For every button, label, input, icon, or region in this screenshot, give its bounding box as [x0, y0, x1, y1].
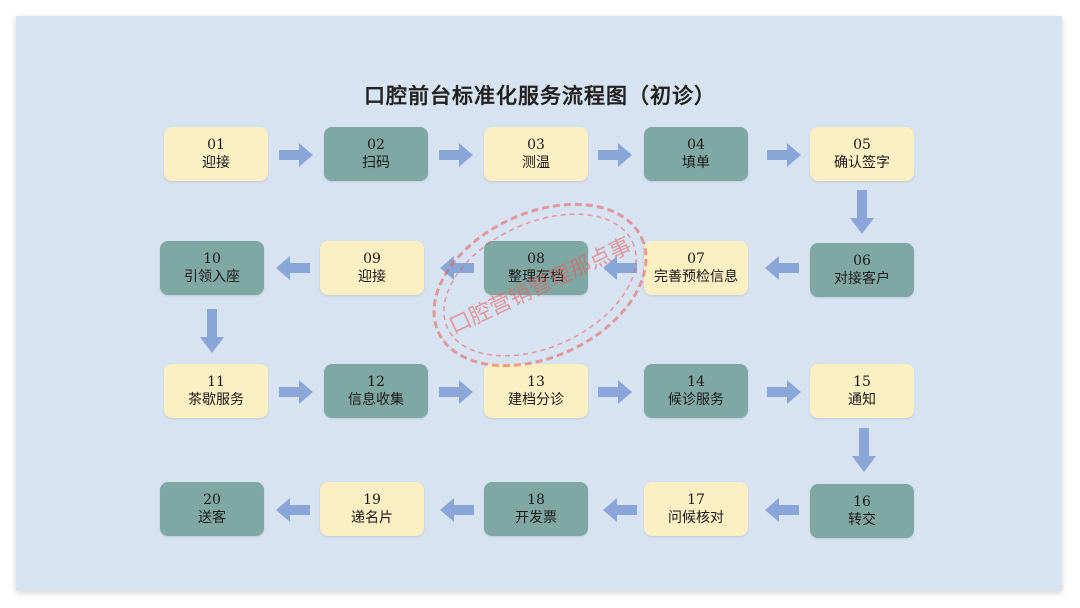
step-number: 20 [203, 492, 221, 508]
step-number: 18 [527, 492, 545, 508]
step-label: 对接客户 [834, 271, 890, 287]
step-01: 01 迎接 [164, 127, 268, 181]
step-18: 18 开发票 [484, 482, 588, 536]
step-label: 建档分诊 [508, 392, 564, 408]
arrow-right-icon [598, 143, 632, 167]
step-17: 17 问候核对 [644, 482, 748, 536]
step-label: 送客 [198, 510, 226, 526]
step-label: 迎接 [202, 155, 230, 171]
arrow-left-icon [603, 498, 637, 522]
step-08: 08 整理存档 [484, 241, 588, 295]
arrow-left-icon [276, 256, 310, 280]
step-06: 06 对接客户 [810, 243, 914, 297]
step-20: 20 送客 [160, 482, 264, 536]
step-label: 通知 [848, 392, 876, 408]
arrow-left-icon [765, 498, 799, 522]
step-15: 15 通知 [810, 364, 914, 418]
arrow-left-icon [440, 498, 474, 522]
step-label: 问候核对 [668, 510, 724, 526]
step-05: 05 确认签字 [810, 127, 914, 181]
step-label: 填单 [682, 155, 710, 171]
arrow-left-icon [276, 498, 310, 522]
step-number: 02 [367, 137, 385, 153]
step-label: 信息收集 [348, 392, 404, 408]
step-number: 19 [363, 492, 381, 508]
arrow-down-icon [200, 309, 224, 353]
step-number: 15 [853, 374, 871, 390]
step-number: 03 [527, 137, 545, 153]
step-number: 09 [363, 251, 381, 267]
step-11: 11 茶歇服务 [164, 364, 268, 418]
step-number: 17 [687, 492, 705, 508]
arrow-left-icon [765, 256, 799, 280]
step-label: 完善预检信息 [654, 269, 738, 285]
step-number: 13 [527, 374, 545, 390]
step-number: 01 [207, 137, 225, 153]
arrow-right-icon [439, 380, 473, 404]
step-number: 16 [853, 494, 871, 510]
arrow-down-icon [850, 190, 874, 234]
step-number: 08 [527, 251, 545, 267]
step-label: 测温 [522, 155, 550, 171]
step-label: 递名片 [351, 510, 393, 526]
step-label: 开发票 [515, 510, 557, 526]
arrow-right-icon [279, 143, 313, 167]
step-14: 14 候诊服务 [644, 364, 748, 418]
step-label: 确认签字 [834, 155, 890, 171]
arrow-left-icon [440, 256, 474, 280]
step-number: 05 [853, 137, 871, 153]
step-12: 12 信息收集 [324, 364, 428, 418]
arrow-right-icon [598, 380, 632, 404]
arrow-down-icon [852, 428, 876, 472]
step-16: 16 转交 [810, 484, 914, 538]
step-10: 10 引领入座 [160, 241, 264, 295]
step-02: 02 扫码 [324, 127, 428, 181]
arrow-left-icon [603, 256, 637, 280]
step-number: 07 [687, 251, 705, 267]
step-19: 19 递名片 [320, 482, 424, 536]
arrow-right-icon [767, 143, 801, 167]
step-number: 14 [687, 374, 705, 390]
step-number: 12 [367, 374, 385, 390]
step-09: 09 迎接 [320, 241, 424, 295]
step-label: 候诊服务 [668, 392, 724, 408]
step-label: 扫码 [362, 155, 390, 171]
step-07: 07 完善预检信息 [644, 241, 748, 295]
step-label: 转交 [848, 512, 876, 528]
step-03: 03 测温 [484, 127, 588, 181]
step-number: 11 [207, 374, 225, 390]
step-label: 整理存档 [508, 269, 564, 285]
step-label: 茶歇服务 [188, 392, 244, 408]
arrow-right-icon [439, 143, 473, 167]
arrow-right-icon [767, 380, 801, 404]
step-13: 13 建档分诊 [484, 364, 588, 418]
step-number: 04 [687, 137, 705, 153]
step-04: 04 填单 [644, 127, 748, 181]
step-label: 迎接 [358, 269, 386, 285]
step-number: 10 [203, 251, 221, 267]
step-label: 引领入座 [184, 269, 240, 285]
diagram-title: 口腔前台标准化服务流程图（初诊） [364, 83, 716, 108]
arrow-right-icon [279, 380, 313, 404]
step-number: 06 [853, 253, 871, 269]
